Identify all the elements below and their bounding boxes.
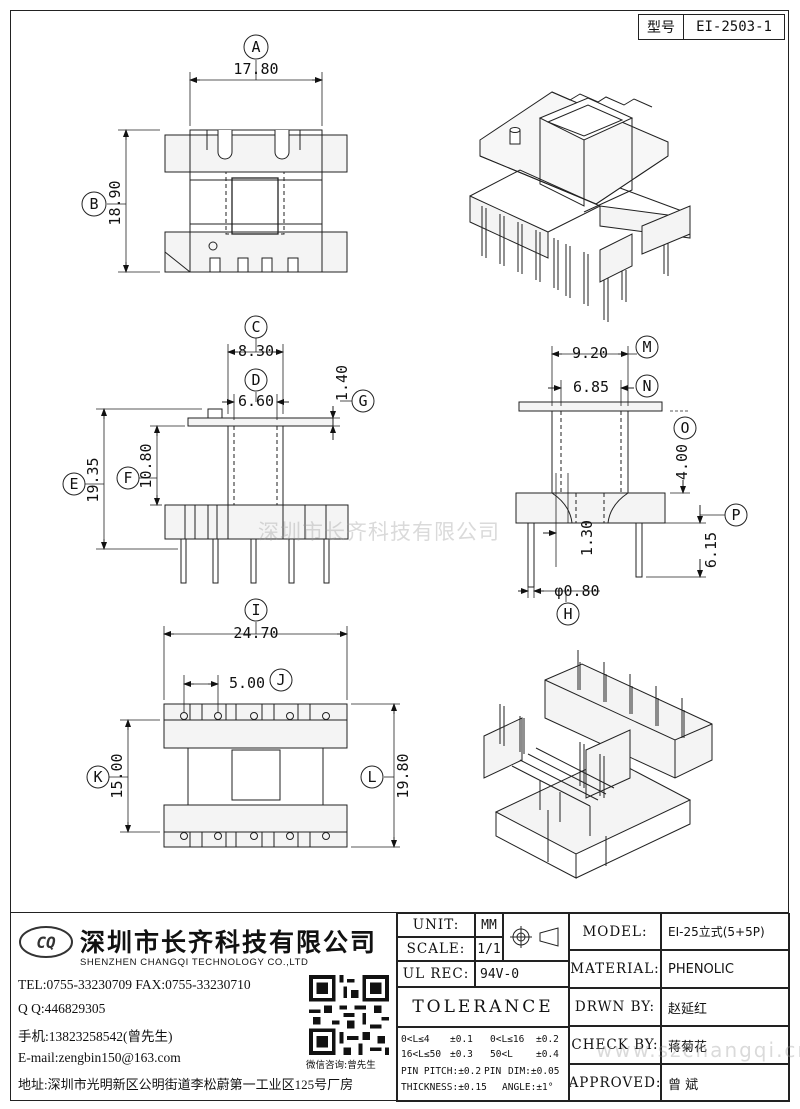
model-number-box: 型号 EI-2503-1 <box>638 14 785 40</box>
ulrec-value: 94V-0 <box>475 961 569 987</box>
model-number-label: 型号 <box>639 15 684 39</box>
dim-L-value: 19.80 <box>394 753 412 798</box>
dim-P-label: P <box>731 506 740 524</box>
tol-row2-range: 16<L≤50 <box>401 1049 442 1060</box>
watermark-company: 深圳市长齐科技有限公司 <box>258 520 500 544</box>
company-panel: CQ 深圳市长齐科技有限公司 SHENZHEN CHANGQI TECHNOLO… <box>10 913 396 1102</box>
tol-row1-value: ±0.1 <box>450 1034 473 1045</box>
approved-label: APPROVED: <box>569 1064 661 1102</box>
dim-F-label: F <box>123 469 132 487</box>
dim-N-label: N <box>642 377 651 395</box>
company-address: 地址:深圳市光明新区公明街道李松蔚第一工业区125号厂房 <box>18 1077 354 1092</box>
top-view <box>81 34 348 273</box>
watermark-url: www.szchangqi.cn <box>596 1038 800 1062</box>
check-by-value: 蒋菊花 <box>661 1026 790 1064</box>
dim-G-value: 1.40 <box>333 365 351 401</box>
company-tel: TEL:0755-33230709 FAX:0755-33230710 <box>18 977 251 992</box>
dim-O-label: O <box>680 419 689 437</box>
model-value: EI-25立式(5+5P) <box>661 913 790 950</box>
dim-pin-value: 1.30 <box>578 520 596 556</box>
title-block: CQ 深圳市长齐科技有限公司 SHENZHEN CHANGQI TECHNOLO… <box>10 912 800 1102</box>
company-name-en: SHENZHEN CHANGQI TECHNOLOGY CO.,LTD <box>80 957 309 968</box>
tol-row2-range2: 50<L <box>490 1049 513 1060</box>
dim-D-value: 6.60 <box>238 392 274 410</box>
tol-dim: DIM:±0.05 <box>508 1066 560 1077</box>
dim-N-value: 6.85 <box>573 378 609 396</box>
dim-P-value: 6.15 <box>702 532 720 568</box>
ulrec-label: UL REC: <box>397 961 475 987</box>
scale-value: 1/1 <box>475 937 503 961</box>
tolerance-table: 0<L≤4 ±0.1 0<L≤16 ±0.2 16<L≤50 ±0.3 50<L… <box>397 1027 569 1102</box>
drawn-by-label: DRWN BY: <box>569 988 661 1026</box>
side-view <box>515 335 748 626</box>
bottom-view <box>86 598 400 848</box>
projection-icon <box>510 926 559 948</box>
company-email: E-mail:zengbin150@163.com <box>18 1050 181 1065</box>
unit-label: UNIT: <box>397 913 475 937</box>
dim-G-label: G <box>358 392 367 410</box>
qr-caption: 微信咨询:曾先生 <box>306 1060 376 1071</box>
dim-I-label: I <box>251 601 260 619</box>
tol-row2-value2: ±0.4 <box>536 1049 559 1060</box>
dim-H-value: φ0.80 <box>554 582 599 600</box>
unit-value: MM <box>475 913 503 937</box>
dim-K-label: K <box>93 768 102 786</box>
model-label: MODEL: <box>569 913 661 950</box>
tol-row2-value: ±0.3 <box>450 1049 473 1060</box>
dim-M-value: 9.20 <box>572 344 608 362</box>
check-by-label: CHECK BY: <box>569 1026 661 1064</box>
isometric-view-top <box>469 91 691 322</box>
dim-J-label: J <box>276 671 285 689</box>
tol-pin-pitch: PIN PITCH:±0.2 <box>401 1066 482 1077</box>
drawing-frame <box>10 10 789 1101</box>
dim-F-value: 10.80 <box>137 443 155 488</box>
svg-text:CQ: CQ <box>36 933 56 952</box>
model-number-value: EI-2503-1 <box>696 19 772 35</box>
dim-E-label: E <box>69 475 78 493</box>
dim-A-value: 17.80 <box>233 60 278 78</box>
tol-row1-value2: ±0.2 <box>536 1034 559 1045</box>
material-label: MATERIAL: <box>569 950 661 988</box>
wechat-qr-code <box>309 975 389 1055</box>
scale-label: SCALE: <box>397 937 475 961</box>
spec-grid: UNIT: MM SCALE: 1/1 UL REC: 94V-0 TOLERA… <box>396 913 790 1102</box>
company-logo-icon: CQ <box>19 926 73 958</box>
dim-E-value: 19.35 <box>84 457 102 502</box>
drawn-by-value: 赵延红 <box>661 988 790 1026</box>
tolerance-heading: TOLERANCE <box>397 987 569 1027</box>
dim-H-label: H <box>563 605 572 623</box>
isometric-view-bottom <box>483 650 713 879</box>
dim-L-label: L <box>367 768 376 786</box>
front-view <box>62 315 375 584</box>
dim-B-label: B <box>89 195 98 213</box>
dim-C-label: C <box>251 318 260 336</box>
dim-B-value: 18.90 <box>106 180 124 225</box>
projection-symbol <box>503 913 569 961</box>
technical-drawing: A 17.80 B 18.90 C 8.30 D 6.60 1.40 G E 1… <box>62 34 748 879</box>
tol-row1-range: 0<L≤4 <box>401 1034 430 1045</box>
company-qq: Q Q:446829305 <box>18 1001 106 1016</box>
company-mobile: 手机:13823258542(曾先生) <box>18 1029 173 1044</box>
dim-K-value: 15.00 <box>108 753 126 798</box>
dim-C-value: 8.30 <box>238 342 274 360</box>
tol-thickness: THICKNESS:±0.15 <box>401 1082 487 1093</box>
dim-I-value: 24.70 <box>233 624 278 642</box>
tol-row1-range2: 0<L≤16 <box>490 1034 525 1045</box>
tol-angle: ANGLE:±1° <box>502 1082 554 1093</box>
dim-J-value: 5.00 <box>229 674 265 692</box>
dim-O-value: 4.00 <box>673 444 691 480</box>
company-name-cn: 深圳市长齐科技有限公司 <box>80 928 378 957</box>
dim-M-label: M <box>642 338 651 356</box>
dim-A-label: A <box>251 38 260 56</box>
dim-D-label: D <box>251 371 260 389</box>
approved-value: 曾 斌 <box>661 1064 790 1102</box>
material-value: PHENOLIC <box>661 950 790 988</box>
tol-pin: PIN <box>484 1066 502 1077</box>
